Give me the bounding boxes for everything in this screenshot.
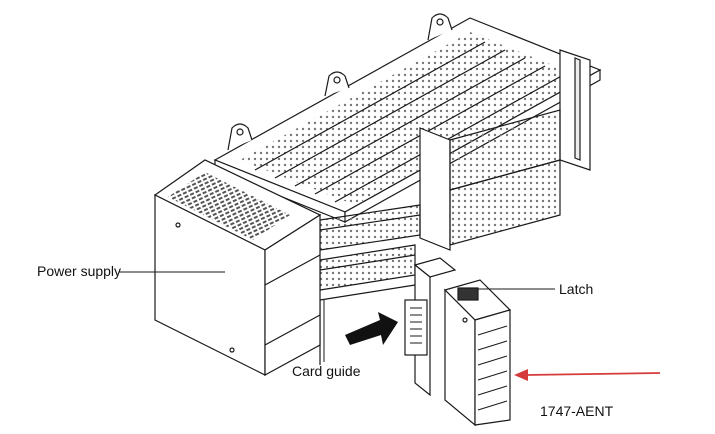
module-1747-aent xyxy=(404,257,512,427)
power-supply-unit xyxy=(153,159,322,377)
label-module-id: 1747-AENT xyxy=(540,403,614,419)
chassis-rack xyxy=(213,13,602,365)
latch-tab xyxy=(457,287,479,301)
red-arrow-icon xyxy=(514,369,661,381)
label-latch: Latch xyxy=(559,281,593,297)
leader-lines xyxy=(119,271,555,362)
label-power-supply: Power supply xyxy=(37,263,121,279)
label-card-guide: Card guide xyxy=(292,363,361,379)
black-arrow-icon xyxy=(345,312,398,345)
